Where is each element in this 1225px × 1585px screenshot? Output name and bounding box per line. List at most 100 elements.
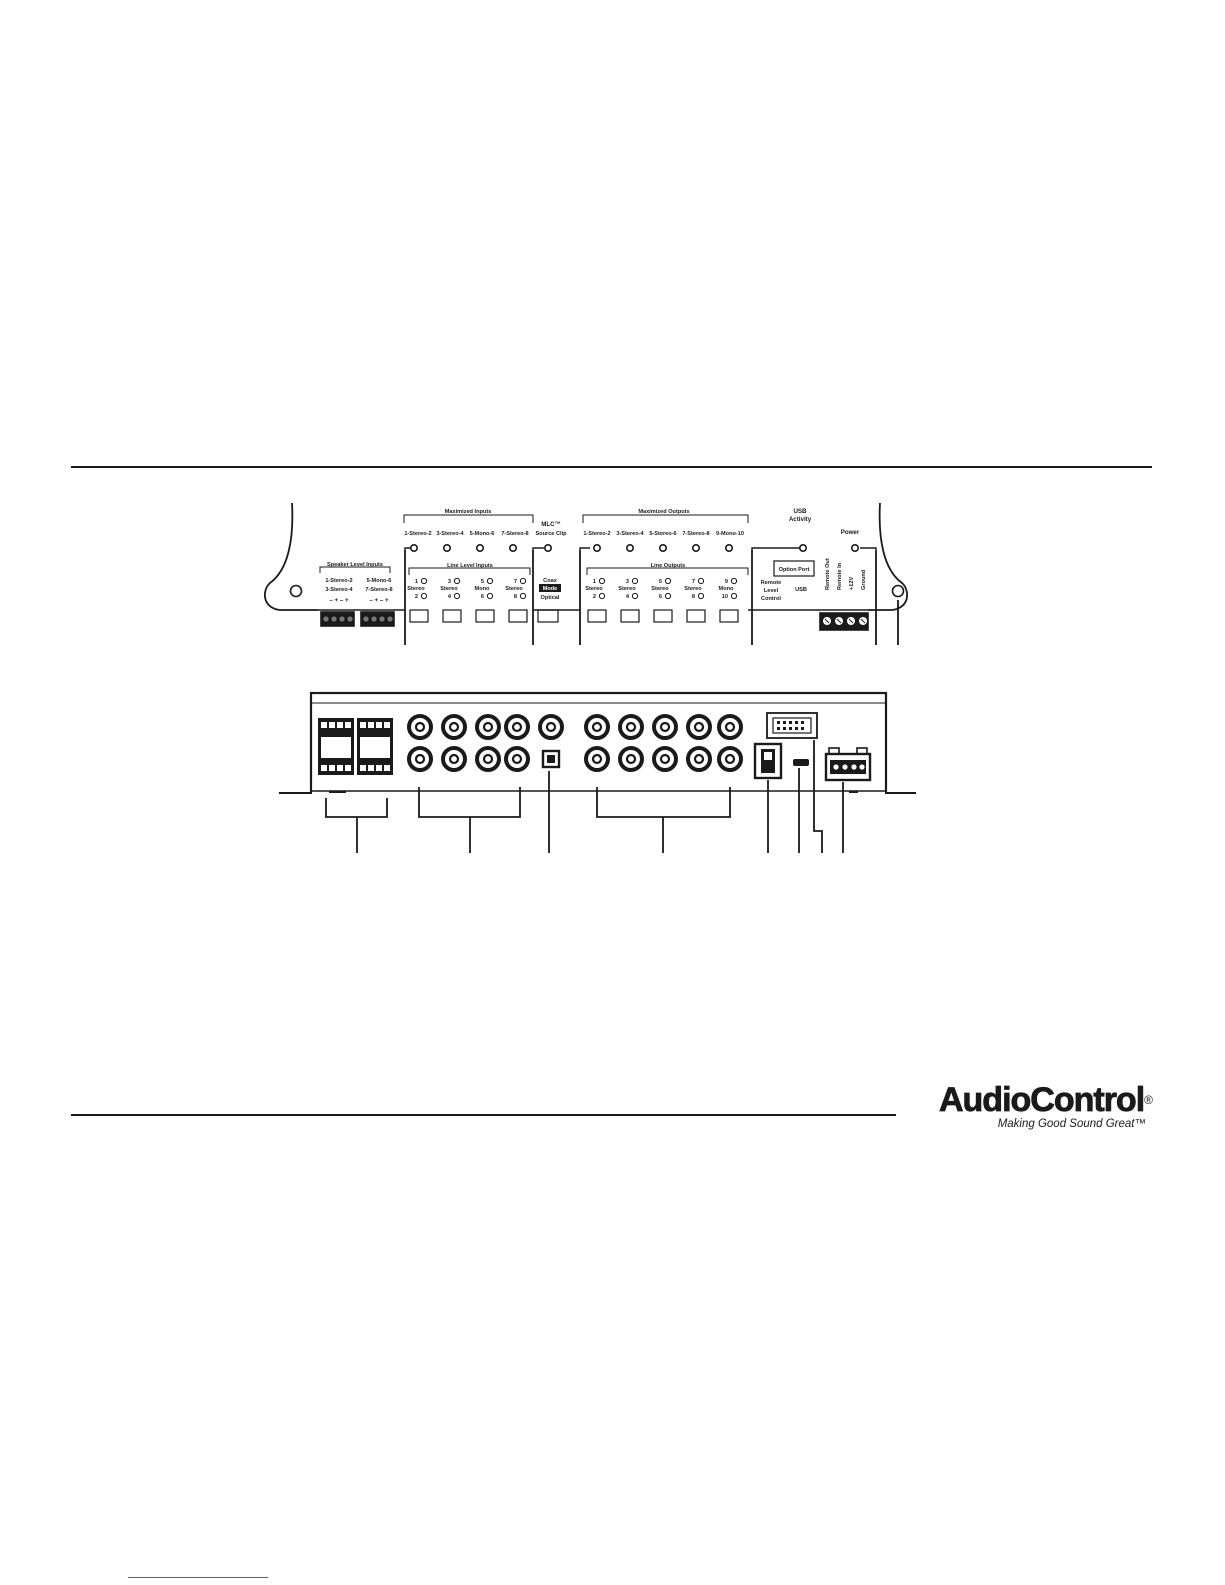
line-input-col-3: 5 Mono 6 [475,577,494,600]
power-led [850,543,859,552]
rca-jack-icon [686,746,712,772]
rca-jack-icon [475,746,501,772]
top-panel-labels: Maximized Inputs 1-Stereo-2 3-Stereo-4 5… [325,508,867,604]
line-output-bot-num-4: 8 [692,594,695,600]
line-output-bot-num-2: 4 [626,594,630,600]
speaker-terminal-block-front-2 [357,718,393,775]
audiocontrol-logo: AudioControl® Making Good Sound Great™ [900,1081,1153,1130]
remote-level-rj-jack-icon [753,742,783,780]
line-input-rca-jacks [407,714,530,772]
line-input-bot-num-2: 4 [448,594,452,600]
maximized-output-led-4 [691,543,700,552]
usb-label: USB [795,587,807,593]
line-input-mode-2: Stereo [440,586,458,592]
max-output-ch-5-label: 9-Mono-10 [716,531,744,537]
bottom-divider-rule [71,1114,896,1116]
maximized-input-led-2 [442,543,451,552]
line-output-mode-4: Stereo [684,586,702,592]
line-output-channels: 1 Stereo 2 3 Stereo 4 5 Stereo 6 7 Stere… [585,577,738,600]
maximized-input-led-1 [409,543,418,552]
rca-jack-icon [717,746,743,772]
line-input-bot-num-4: 8 [514,594,517,600]
option-port-connector-icon [766,712,818,739]
line-output-bot-num-1: 2 [593,594,596,600]
mlc-subtitle: Source Clip [535,531,567,537]
micro-usb-port-icon [793,759,809,766]
line-output-top-icon-5 [730,577,738,585]
line-output-bot-icon-3 [664,592,672,600]
top-panel-view [264,502,908,645]
rca-jack-icon [584,714,610,740]
line-output-col-5: 9 Mono 10 [719,577,738,600]
left-mounting-hole-icon [289,584,303,598]
usb-activity-label-2: Activity [789,516,812,523]
max-output-ch-2-label: 3-Stereo-4 [616,531,644,537]
line-output-rca-jacks [584,714,743,772]
link-underline [128,1577,268,1578]
rca-jack-icon [441,714,467,740]
speaker-terminal-block-top-1 [320,611,355,627]
speaker-terminal-block-top-2 [360,611,395,627]
connector-panel-view [279,691,916,853]
line-outputs-title: Line Outputs [651,563,686,569]
line-output-top-icon-4 [697,577,705,585]
line-output-bot-icon-2 [631,592,639,600]
line-input-mode-4: Stereo [505,586,523,592]
rca-jack-icon [504,714,530,740]
line-output-top-num-5: 9 [725,579,728,585]
max-input-ch-2-label: 3-Stereo-4 [436,531,464,537]
rca-jack-icon [652,714,678,740]
speaker-terminal-block-front-1 [318,718,354,775]
digital-optical-label: Optical [541,595,560,601]
line-output-bot-icon-4 [697,592,705,600]
line-input-top-icon-2 [453,577,461,585]
line-input-bot-num-3: 6 [481,594,484,600]
rca-jack-icon [407,746,433,772]
rca-jack-icon [652,746,678,772]
rca-jack-icon [504,746,530,772]
line-output-mode-2: Stereo [618,586,636,592]
line-input-bot-icon-2 [453,592,461,600]
line-output-col-4: 7 Stereo 8 [684,577,705,600]
line-input-col-1: 1 Stereo 2 [407,577,428,600]
line-output-top-num-4: 7 [692,579,695,585]
rca-jack-icon [618,746,644,772]
mlc-source-clip-led [543,543,552,552]
usb-activity-label-1: USB [793,508,807,515]
line-input-top-num-1: 1 [415,579,418,585]
line-output-top-num-2: 3 [626,579,629,585]
line-output-top-icon-2 [631,577,639,585]
line-input-top-num-4: 7 [514,579,517,585]
speaker-right-label-2: 7-Stereo-8 [365,587,392,593]
maximized-output-led-5 [724,543,733,552]
speaker-left-label-1: 1-Stereo-2 [325,578,352,584]
max-output-ch-1-label: 1-Stereo-2 [583,531,610,537]
power-terminal-label-3: +12V [849,577,855,590]
line-input-mode-3: Mono [475,586,490,592]
coax-digital-jack-icon [538,714,564,740]
remote-level-label-2: Level [764,588,779,594]
power-label: Power [841,529,860,536]
maximized-output-led-3 [658,543,667,552]
brand-tagline: Making Good Sound Great™ [997,1118,1146,1130]
line-output-bot-num-5: 10 [722,594,728,600]
rca-jack-icon [407,714,433,740]
brand-name: AudioControl [938,1081,1146,1119]
line-output-top-icon-3 [664,577,672,585]
remote-level-label-3: Control [761,596,781,602]
line-output-bot-icon-1 [598,592,606,600]
usb-activity-led [798,543,807,552]
line-output-mode-5: Mono [719,586,734,592]
rca-jack-icon [618,714,644,740]
maximized-outputs-title: Maximized Outputs [638,509,689,515]
maximized-input-led-4 [508,543,517,552]
line-input-top-num-3: 5 [481,579,484,585]
rca-jack-icon [475,714,501,740]
line-input-bot-icon-4 [519,592,527,600]
line-input-col-4: 7 Stereo 8 [505,577,527,600]
max-output-ch-4-label: 7-Stereo-8 [682,531,709,537]
line-input-top-icon-1 [420,577,428,585]
power-terminal-label-2: Remote In [837,562,843,590]
optical-port-icon [541,749,561,769]
